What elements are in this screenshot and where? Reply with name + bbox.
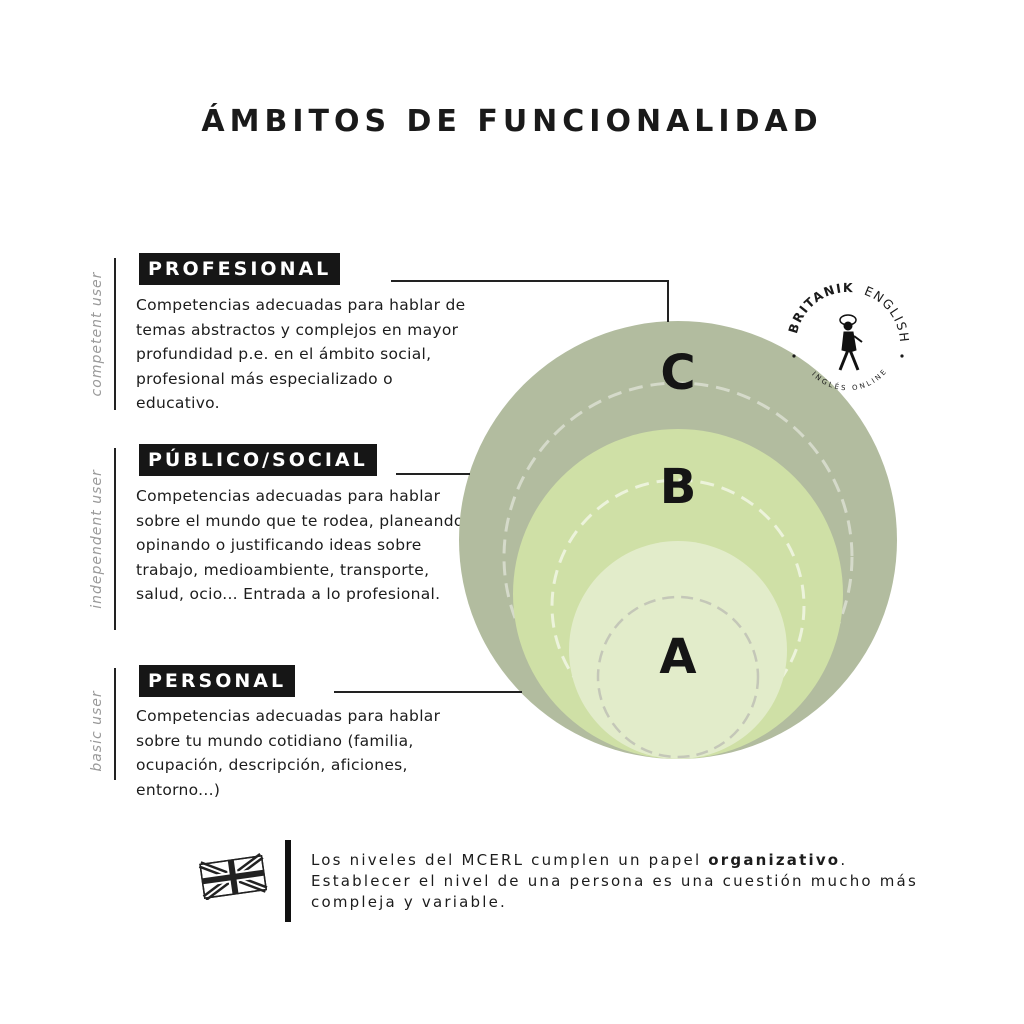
basic-bar (114, 668, 116, 780)
letter-b: B (660, 459, 697, 515)
footer-text-before: Los niveles del MCERL cumplen un papel (311, 851, 709, 869)
logo-brand-suffix: ENGLISH (862, 283, 912, 344)
tag-profesional: PROFESIONAL (139, 253, 341, 285)
logo-dot-right (900, 354, 904, 358)
competent-bar (114, 258, 116, 410)
footer-text-after: . Establecer el nivel de una persona es … (311, 851, 918, 911)
dashed-ring-b (550, 478, 806, 734)
connector-profesional-v (667, 280, 669, 322)
tag-personal: PERSONAL (139, 665, 296, 697)
svg-text:INGLÉS ONLINE: INGLÉS ONLINE (810, 367, 889, 393)
connector-profesional-h (391, 280, 669, 282)
walking-man-icon (838, 314, 863, 371)
desc-publico-social: Competencias adecuadas para hablar sobre… (136, 487, 469, 604)
desc-personal: Competencias adecuadas para hablar sobre… (136, 707, 441, 799)
letter-a: A (659, 629, 696, 685)
britanik-logo: BRITANIK ENGLISH INGLÉS ONLINE (785, 280, 912, 393)
desc-profesional: Competencias adecuadas para hablar de te… (136, 296, 466, 413)
connector-publico-social (396, 473, 470, 475)
dashed-ring-a (596, 595, 760, 759)
page-title: ÁMBITOS DE FUNCIONALIDAD (201, 104, 823, 139)
tag-publico-social: PÚBLICO/SOCIAL (139, 444, 377, 476)
independent-bar (114, 448, 116, 630)
logo-dot-left (792, 354, 796, 358)
footer-bar (285, 840, 291, 922)
footer-note: Los niveles del MCERL cumplen un papel o… (311, 850, 951, 913)
logo-tagline: INGLÉS ONLINE (810, 367, 887, 393)
connector-personal (334, 691, 522, 693)
union-jack-flag-icon (198, 853, 268, 900)
letter-c: C (660, 345, 695, 401)
footer-bold: organizativo (708, 851, 841, 869)
circle-a (569, 541, 787, 759)
